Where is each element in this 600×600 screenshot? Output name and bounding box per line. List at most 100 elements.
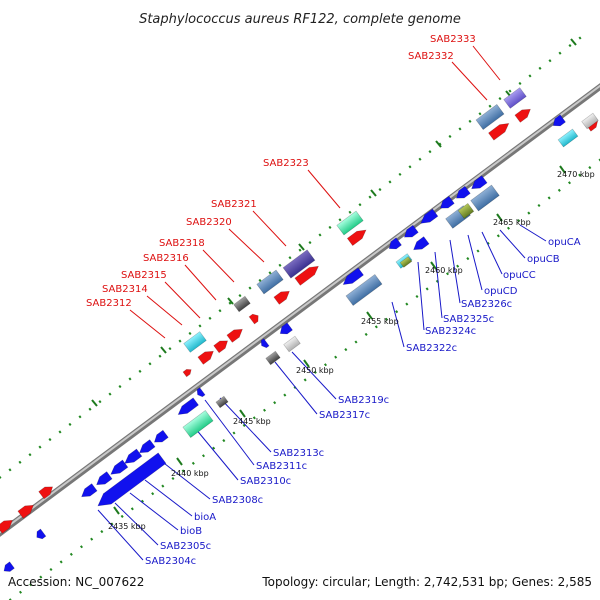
leader-line-forward (129, 309, 166, 339)
leader-line-forward (252, 210, 287, 247)
tick-dot-outer-bottom (425, 287, 429, 291)
forward-gene-cyan-shape (183, 331, 207, 353)
kbp-tick-top (160, 346, 167, 354)
leader-line-reverse (274, 361, 318, 415)
gene-label-sab2317c: SAB2317c (319, 410, 370, 421)
tick-dot-outer-bottom (100, 530, 104, 534)
kbp-tick (559, 165, 566, 174)
topology-label: Topology: circular; Length: 2,742,531 bp… (261, 575, 592, 589)
tick-dot-outer-bottom (222, 439, 226, 443)
kbp-label-2465: 2465 kbp (493, 218, 531, 227)
tick-dot-outer-bottom (161, 484, 165, 488)
tick-dot-outer-top (228, 301, 232, 305)
forward-gene-blue-2332-shape (475, 104, 505, 130)
forward-gene (17, 504, 34, 519)
gene-label-sab2304c: SAB2304c (145, 556, 196, 567)
tick-dot-outer-bottom (557, 188, 561, 192)
reverse-gene-olive (399, 256, 413, 268)
leader-line-reverse (144, 479, 193, 517)
leader-line-forward (451, 61, 488, 101)
tick-dot-outer-bottom (496, 234, 500, 238)
tick-dot-outer-top (408, 165, 412, 169)
tick-dot-outer-bottom (323, 363, 328, 367)
reverse-gene-teal (182, 410, 214, 438)
tick-dot-outer-bottom (39, 575, 43, 579)
tick-dot-outer-top (168, 347, 172, 351)
reverse-gene-opuca (470, 184, 500, 212)
tick-dot-outer-bottom (191, 461, 195, 465)
tick-dot-outer-bottom (415, 294, 419, 299)
tick-dot-outer-top (278, 263, 282, 267)
tick-dot-outer-bottom (18, 590, 23, 594)
tick-dot-outer-bottom (151, 492, 155, 496)
reverse-gene-shape (3, 561, 15, 572)
reverse-gene (196, 387, 206, 398)
tick-marks (0, 36, 600, 600)
leader-line-reverse (434, 251, 443, 319)
reverse-gene-long (97, 452, 167, 507)
gene-label-sab2313c: SAB2313c (273, 448, 324, 459)
forward-gene-lilac-2333-shape (503, 87, 527, 109)
reverse-gene-shape (455, 185, 471, 199)
reverse-gene-opuca-shape (470, 184, 500, 212)
leader-lines (97, 45, 547, 561)
forward-gene-cyan (183, 331, 207, 353)
reverse-gene-light-shape (283, 335, 301, 353)
forward-gene-small (182, 369, 192, 378)
forward-gene-shape (514, 108, 531, 123)
tick-dot-outer-top (468, 119, 472, 123)
tick-dot-outer-top (138, 369, 142, 373)
kbp-tick (496, 213, 503, 222)
reverse-gene-opucc-shape (457, 202, 475, 220)
tick-dot-outer-top (8, 468, 12, 472)
tick-dot-outer-top (78, 415, 82, 419)
forward-gene (514, 108, 531, 123)
accession-label: Accession: NC_007622 (8, 575, 144, 589)
tick-dot-outer-top (178, 339, 182, 343)
reverse-gene-shape (260, 338, 270, 349)
tick-dot-outer-top (478, 112, 482, 116)
tick-dot-outer-bottom (374, 325, 378, 329)
tick-dot-outer-top (108, 392, 112, 396)
reverse-gene (471, 175, 488, 190)
gene-label-sab2321: SAB2321 (211, 199, 257, 210)
gene-label-sab2314: SAB2314 (102, 284, 148, 295)
tick-dot-outer-bottom (171, 476, 175, 481)
gene-label-sab2325c: SAB2325c (443, 314, 494, 325)
forward-gene-shape (488, 123, 510, 141)
gene-label-opucb: opuCB (527, 254, 560, 265)
tick-dot-outer-top (358, 203, 362, 207)
reverse-gene (342, 267, 364, 285)
tick-dot-outer-bottom (456, 264, 460, 268)
leader-line-forward (146, 295, 183, 326)
tick-dot-outer-bottom (588, 166, 592, 170)
leader-line-reverse (194, 427, 239, 481)
tick-dot-outer-top (208, 316, 212, 320)
tick-dot-outer-top (88, 407, 92, 411)
forward-gene-blue-shape (256, 269, 284, 295)
reverse-gene-shape (342, 267, 364, 285)
tick-dot-outer-top (418, 157, 422, 161)
forward-gene-shape (273, 290, 290, 305)
leader-line-reverse (417, 261, 425, 331)
forward-gene-blue (256, 269, 284, 295)
tick-dot-outer-bottom (90, 537, 94, 541)
forward-gene (488, 123, 510, 141)
reverse-gene (3, 561, 15, 572)
reverse-gene (177, 397, 199, 415)
tick-dot-outer-top (508, 89, 512, 93)
reverse-gene-shape (153, 429, 169, 443)
kbp-tick (239, 409, 246, 418)
kbp-label-2460: 2460 kbp (425, 266, 463, 275)
tick-dot-outer-top (188, 331, 192, 336)
tick-dot-outer-bottom (69, 552, 73, 556)
tick-dot-outer-top (488, 104, 492, 108)
forward-gene-teal-shape (336, 210, 364, 236)
leader-line-reverse (204, 399, 255, 466)
forward-gene-purple-shape (282, 249, 316, 279)
reverse-gene (420, 208, 439, 224)
tick-dot-outer-top (398, 172, 402, 176)
forward-gene-shape (213, 340, 229, 354)
reverse-gene-gray-2317 (265, 350, 281, 366)
reverse-gene-blue-2322 (345, 274, 383, 306)
